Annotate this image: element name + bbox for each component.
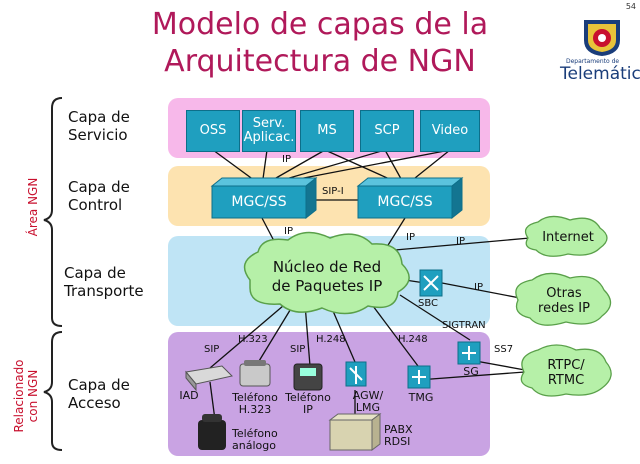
ip-label-internet: IP <box>456 236 465 247</box>
service-box-ms: MS <box>300 110 354 152</box>
sip-label-2: SIP <box>290 344 306 355</box>
ip-label-left: IP <box>284 226 293 237</box>
mgc-left-box <box>210 176 318 220</box>
otras-redes-label: Otras redes IP <box>538 286 590 316</box>
h323-label: H.323 <box>238 334 268 345</box>
layer-label-servicio: Capa de Servicio <box>68 108 130 144</box>
pabx-icon <box>328 413 382 451</box>
sg-icon <box>457 341 481 365</box>
sip-i-label: SIP-I <box>322 186 344 197</box>
tmg-icon <box>407 365 431 389</box>
iad-label: IAD <box>179 389 199 402</box>
otras-redes-cloud <box>515 272 612 326</box>
layer-label-control: Capa de Control <box>68 178 130 214</box>
core-network-cloud <box>243 231 410 315</box>
internet-label: Internet <box>542 230 594 245</box>
mgc-right-label: MGC/SS <box>377 194 433 210</box>
agw-icon <box>345 361 367 387</box>
phone-h323-icon <box>239 360 271 387</box>
analog-phone-label: Teléfono análogo <box>232 427 278 452</box>
relacionado-label: Relacionado con NGN <box>12 359 40 433</box>
mgc-left-label: MGC/SS <box>231 194 287 210</box>
phone-ip-label: Teléfono IP <box>285 391 331 416</box>
sbc-label: SBC <box>418 298 439 309</box>
core-network-label: Núcleo de Red de Paquetes IP <box>271 258 383 295</box>
service-box-aplicac: Serv. Aplicac. <box>242 110 296 152</box>
area-ngn-bracket <box>43 97 63 327</box>
layer-label-transporte: Capa de Transporte <box>64 264 144 300</box>
rtpc-label: RTPC/ RTMC <box>547 358 585 388</box>
title-line-1: Modelo de capas de la <box>151 7 489 42</box>
mgc-right-box <box>356 176 464 220</box>
phone-h323-label: Teléfono H.323 <box>232 391 278 416</box>
relacionado-bracket <box>43 331 63 451</box>
pabx-label: PABX RDSI <box>384 423 413 448</box>
ip-label-sbc: IP <box>474 282 483 293</box>
sip-label-1: SIP <box>204 344 220 355</box>
layer-label-acceso: Capa de Acceso <box>68 376 130 412</box>
h248-label-1: H.248 <box>316 334 346 345</box>
service-box-scp: SCP <box>360 110 414 152</box>
page-title: Modelo de capas de la Arquitectura de NG… <box>120 6 520 80</box>
analog-phone-icon <box>198 414 226 450</box>
service-box-video: Video <box>420 110 480 152</box>
h248-label-2: H.248 <box>398 334 428 345</box>
area-ngn-label: Área NGN <box>26 177 40 237</box>
internet-cloud <box>524 215 608 257</box>
logo-text: Telemática <box>560 64 640 84</box>
page-number: 54 <box>625 2 636 11</box>
phone-ip-icon <box>293 363 323 391</box>
ss7-label: SS7 <box>494 344 514 355</box>
telematica-logo-icon <box>584 20 620 56</box>
rtpc-cloud <box>520 344 612 397</box>
ip-label-right: IP <box>406 232 415 243</box>
title-line-2: Arquitectura de NGN <box>164 44 476 79</box>
ip-label-top: IP <box>282 154 291 165</box>
agw-label: AGW/ LMG <box>352 389 384 414</box>
tmg-label: TMG <box>408 391 434 404</box>
logo-subtitle: Departamento de <box>566 58 620 65</box>
sbc-icon <box>419 269 443 297</box>
service-box-oss: OSS <box>186 110 240 152</box>
sigtran-label: SIGTRAN <box>442 320 486 331</box>
sg-label: SG <box>463 365 479 378</box>
iad-icon <box>185 365 233 392</box>
